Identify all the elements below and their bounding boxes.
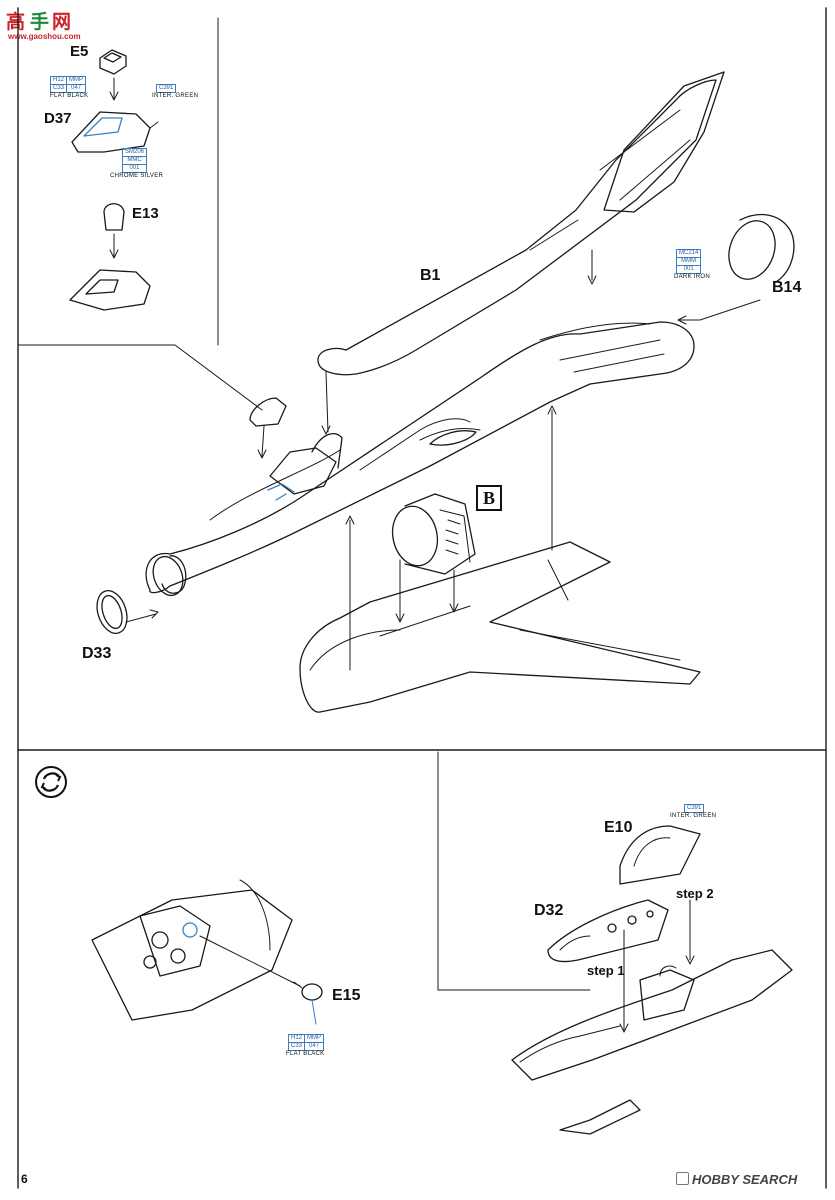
paint-name: FLAT BLACK	[50, 93, 89, 99]
part-label-e13: E13	[132, 205, 159, 222]
part-label-e10: E10	[604, 819, 633, 836]
rotate-model-icon	[35, 766, 67, 798]
paint-name: INTER. GREEN	[670, 813, 717, 819]
paint-code: 001	[121, 164, 148, 173]
paint-code: 047	[304, 1042, 325, 1051]
paint-callout-chrome-silver: SM206 MMC 001 CHROME SILVER	[110, 148, 163, 180]
paint-code: 001	[675, 265, 702, 274]
part-label-e5: E5	[70, 43, 89, 60]
paint-code: MMC	[121, 156, 148, 165]
step-1-label: step 1	[587, 963, 625, 978]
watermark-logo: 高 手 网 www.gaoshou.com	[2, 4, 81, 41]
paint-name: FLAT BLACK	[286, 1051, 325, 1057]
part-label-d33: D33	[82, 645, 112, 662]
paint-name: CHROME SILVER	[110, 173, 164, 179]
paint-code: H12	[49, 76, 68, 85]
part-label-b1: B1	[420, 267, 441, 284]
step-2-label: step 2	[676, 886, 714, 901]
paint-code: MMP	[304, 1034, 325, 1043]
paint-callout-dark-iron: MC214 MMM 001 DARK IRON	[674, 249, 710, 281]
footer-brand-text: HOBBY SEARCH	[692, 1172, 798, 1187]
paint-code: H12	[287, 1034, 306, 1043]
paint-callout-inter-green-bottom: C391 INTER. GREEN	[670, 804, 716, 820]
watermark-glyph-2: 手	[30, 11, 50, 33]
part-label-d37: D37	[44, 110, 72, 127]
footer-brand: HOBBY SEARCH	[676, 1172, 797, 1187]
paint-code: C33	[49, 84, 68, 93]
paint-code: SM206	[121, 148, 148, 157]
paint-code: MC214	[675, 249, 702, 258]
paint-code: 047	[66, 84, 87, 93]
paint-code: C33	[287, 1042, 306, 1051]
page-number: 6	[21, 1172, 28, 1186]
paint-code: MMM	[675, 257, 702, 266]
paint-code: C391	[683, 804, 705, 813]
sub-assembly-b-marker: B	[476, 485, 502, 511]
paint-name: INTER. GREEN	[152, 93, 199, 99]
hobby-search-logo-icon	[676, 1172, 689, 1185]
paint-code: C391	[155, 84, 177, 93]
paint-code: MMP	[66, 76, 87, 85]
part-label-d32: D32	[534, 902, 564, 919]
watermark-url: www.gaoshou.com	[8, 32, 81, 41]
paint-name: DARK IRON	[674, 274, 711, 280]
paint-callout-inter-green-top: C391 INTER. GREEN	[152, 84, 198, 100]
watermark-glyph-1: 高	[6, 11, 26, 33]
part-label-b14: B14	[772, 279, 802, 296]
watermark-glyph-3: 网	[52, 11, 72, 33]
part-label-e15: E15	[332, 987, 361, 1004]
